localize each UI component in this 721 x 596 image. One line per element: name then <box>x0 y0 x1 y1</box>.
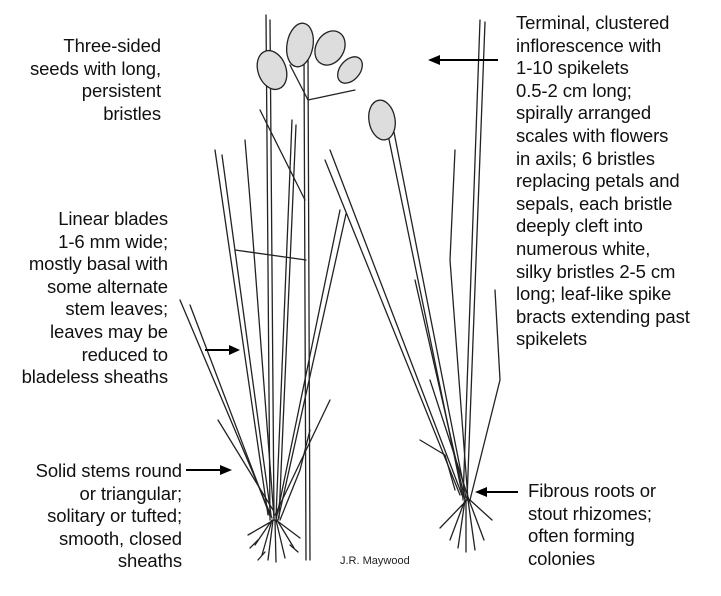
right-roots <box>440 500 492 552</box>
left-spikelets <box>252 21 367 94</box>
left-roots <box>248 520 300 562</box>
arrow-right-icon <box>186 465 232 475</box>
arrow-left-icon <box>475 487 518 497</box>
right-spikelet <box>366 98 399 142</box>
arrow-right-icon <box>205 345 240 355</box>
right-stems <box>325 20 500 500</box>
arrow-left-icon <box>428 55 498 65</box>
left-stems <box>180 15 346 520</box>
